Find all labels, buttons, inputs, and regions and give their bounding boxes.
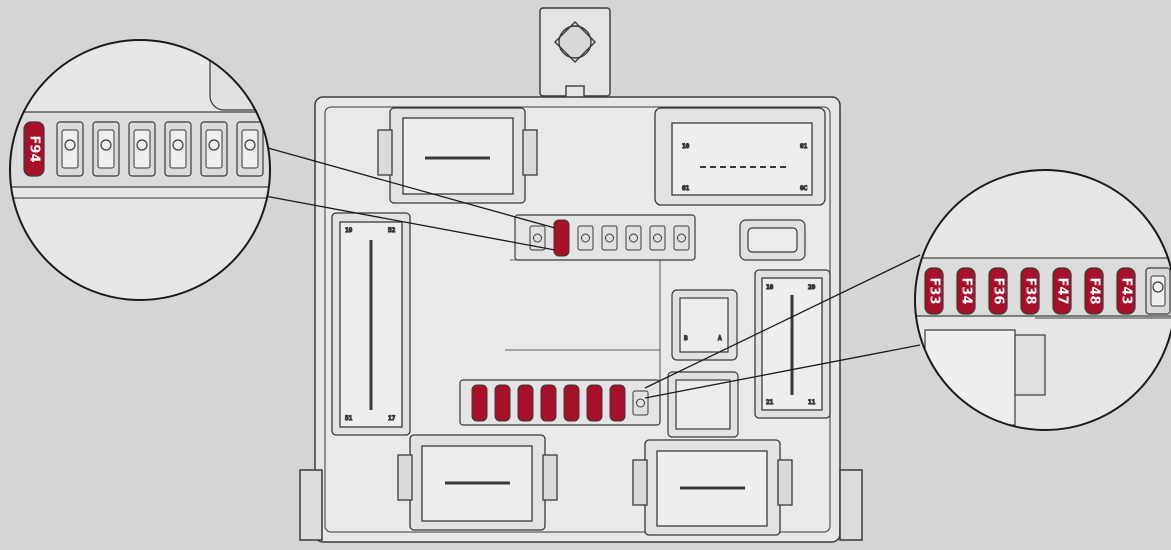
- fuse: [601, 225, 618, 251]
- fuse: [128, 121, 156, 177]
- connector-top-right: 10 01 61 0C: [654, 107, 826, 206]
- fuse: [632, 390, 649, 416]
- fuse: [471, 384, 488, 422]
- fuse: [563, 384, 580, 422]
- fuse-label: F38: [1023, 278, 1038, 305]
- fuse: F36: [988, 267, 1008, 315]
- pin-label: 10: [682, 143, 690, 150]
- fuse: [649, 225, 666, 251]
- fuse: [673, 225, 690, 251]
- connector-bottom-left: [397, 434, 558, 531]
- connector-small: B A: [671, 289, 738, 361]
- fuse: [577, 225, 594, 251]
- zoom-right-fuse-row: F33 F34 F36 F38 F47 F48 F43: [924, 267, 1171, 315]
- fuse-label: F94: [27, 136, 42, 163]
- fuse: F48: [1084, 267, 1104, 315]
- recess: [739, 219, 806, 261]
- pin-label: 11: [808, 399, 816, 406]
- pin-label: A: [718, 335, 722, 342]
- fuse: [92, 121, 120, 177]
- pin-label: 10: [766, 284, 774, 291]
- pin-label: 19: [345, 227, 353, 234]
- fuse: [56, 121, 84, 177]
- connector-mid-right: [667, 371, 739, 438]
- fuse-label: F33: [927, 278, 942, 305]
- fuse: [529, 225, 546, 251]
- fuse: F34: [956, 267, 976, 315]
- fuse: [517, 384, 534, 422]
- connector-right-vertical: 10 20 21 11: [754, 269, 831, 419]
- fuse: [609, 384, 626, 422]
- pin-label: 61: [682, 185, 690, 192]
- fuse: F94: [23, 121, 45, 177]
- fuse: [494, 384, 511, 422]
- fuse: [625, 225, 642, 251]
- pin-label: B: [684, 335, 688, 342]
- connector-top-left: [377, 107, 538, 204]
- fuse: F47: [1052, 267, 1072, 315]
- fuse: [586, 384, 603, 422]
- zoom-bubble-left: F94: [9, 39, 271, 301]
- fuse-label: F43: [1119, 278, 1134, 305]
- fuse-label: F36: [991, 278, 1006, 305]
- fuse: F38: [1020, 267, 1040, 315]
- fuse: [540, 384, 557, 422]
- connector-bottom-right: [632, 439, 793, 536]
- upper-fuse-row: [529, 219, 690, 257]
- pin-label: 01: [800, 143, 808, 150]
- fuse: F43: [1116, 267, 1136, 315]
- lower-fuse-row: [471, 384, 649, 422]
- fuse: [164, 121, 192, 177]
- pin-label: 52: [388, 227, 396, 234]
- fuse: F33: [924, 267, 944, 315]
- top-mount-bracket: [539, 7, 611, 101]
- zoom-left-fuse-row: F94: [23, 121, 264, 177]
- fuse: [200, 121, 228, 177]
- fuse: [236, 121, 264, 177]
- zoom-bubble-right: F33 F34 F36 F38 F47 F48 F43: [914, 169, 1171, 431]
- pin-label: 17: [388, 415, 396, 422]
- pin-label: 0C: [800, 185, 808, 192]
- pin-label: 21: [766, 399, 774, 406]
- fuse-label: F48: [1087, 278, 1102, 305]
- fuse-label: F47: [1055, 278, 1070, 305]
- leader-lines: [264, 147, 921, 399]
- pin-label: 51: [345, 415, 353, 422]
- fuse-label: F34: [959, 278, 974, 305]
- fuse: [553, 219, 570, 257]
- connector-left-vertical: 19 52 51 17: [331, 212, 411, 436]
- fuse-block-lower: [459, 379, 661, 426]
- fuse: [1145, 267, 1171, 315]
- pin-label: 20: [808, 284, 816, 291]
